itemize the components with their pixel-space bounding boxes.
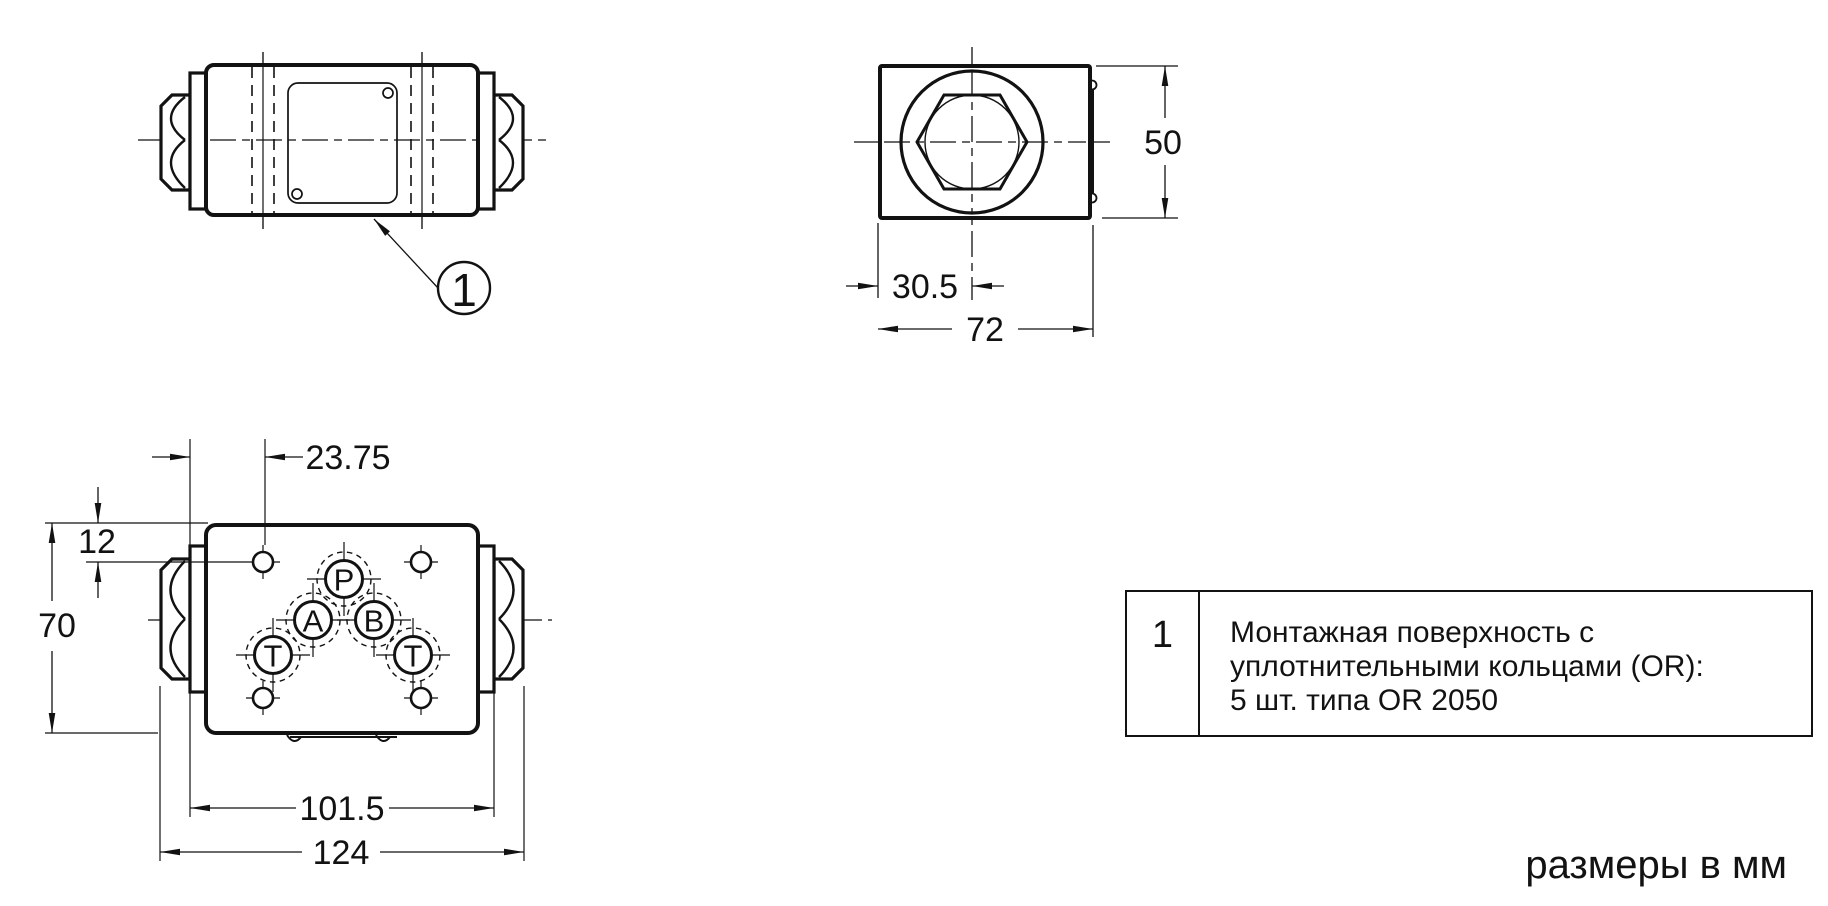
dim-101-5-extensions	[189, 690, 495, 817]
bolt-hole-bottom-right	[404, 681, 438, 715]
port-t-right-label: T	[404, 639, 423, 674]
balloon-leader-line	[373, 218, 439, 289]
left-hex-nut-facets	[169, 96, 186, 189]
port-a: A	[276, 583, 350, 657]
valve-body-outline	[204, 523, 480, 735]
side-view: 1	[138, 52, 550, 316]
note-table: 1 Монтажная поверхность с уплотнительным…	[1125, 590, 1813, 737]
right-hex-nut-facets	[498, 560, 515, 678]
bolt-hole-top-left	[246, 545, 280, 579]
port-p-label: P	[334, 563, 355, 598]
dim-23-75-text: 23.75	[305, 439, 390, 477]
units-note: размеры в мм	[1525, 843, 1787, 887]
bolt-hole-bottom-left	[246, 681, 280, 715]
left-end-cap	[188, 71, 208, 211]
dim-124-text: 124	[313, 834, 370, 872]
note-line-3: 5 шт. типа OR 2050	[1230, 684, 1499, 717]
right-hex-nut	[492, 557, 525, 681]
port-t-left: T	[236, 618, 310, 692]
left-hex-nut	[159, 557, 192, 681]
dim-12-extensions	[45, 522, 246, 563]
note-item-number: 1	[1127, 592, 1200, 735]
right-end-cap	[476, 71, 496, 211]
note-line-2: уплотнительными кольцами (OR):	[1230, 650, 1704, 683]
bottom-view: P A B T T 23.75	[38, 439, 552, 872]
dim-101-5-text: 101.5	[299, 790, 384, 828]
port-p: P	[307, 542, 381, 616]
bottom-nameplate-tab	[286, 734, 397, 742]
left-end-cap	[188, 544, 208, 694]
port-t-right: T	[376, 618, 450, 692]
left-hex-nut-facets	[169, 560, 186, 678]
dim-50-text: 50	[1144, 124, 1182, 162]
plate-hole-bottom	[291, 188, 303, 200]
end-view: 50 30.5 72	[846, 47, 1182, 349]
port-b-label: B	[364, 604, 385, 639]
end-view-inner-centerlines	[884, 70, 1086, 214]
plate-hole-top	[382, 87, 394, 99]
right-hex-nut-facets	[498, 96, 515, 189]
balloon-circle	[436, 260, 492, 316]
balloon-number: 1	[451, 264, 477, 316]
dim-124-extensions	[159, 686, 525, 861]
dim-70-text: 70	[38, 607, 76, 645]
note-text: Монтажная поверхность с уплотнительными …	[1200, 592, 1811, 735]
mounting-surface-plate	[287, 82, 398, 204]
note-line-1: Монтажная поверхность с	[1230, 616, 1595, 649]
dim-12-text: 12	[78, 523, 116, 561]
port-b: B	[337, 583, 411, 657]
port-a-label: A	[303, 604, 324, 639]
bolt-hole-top-right	[404, 545, 438, 579]
dim-30-5-text: 30.5	[892, 268, 958, 306]
dim-72-text: 72	[966, 311, 1004, 349]
right-end-cap	[476, 544, 496, 694]
port-t-left-label: T	[264, 639, 283, 674]
